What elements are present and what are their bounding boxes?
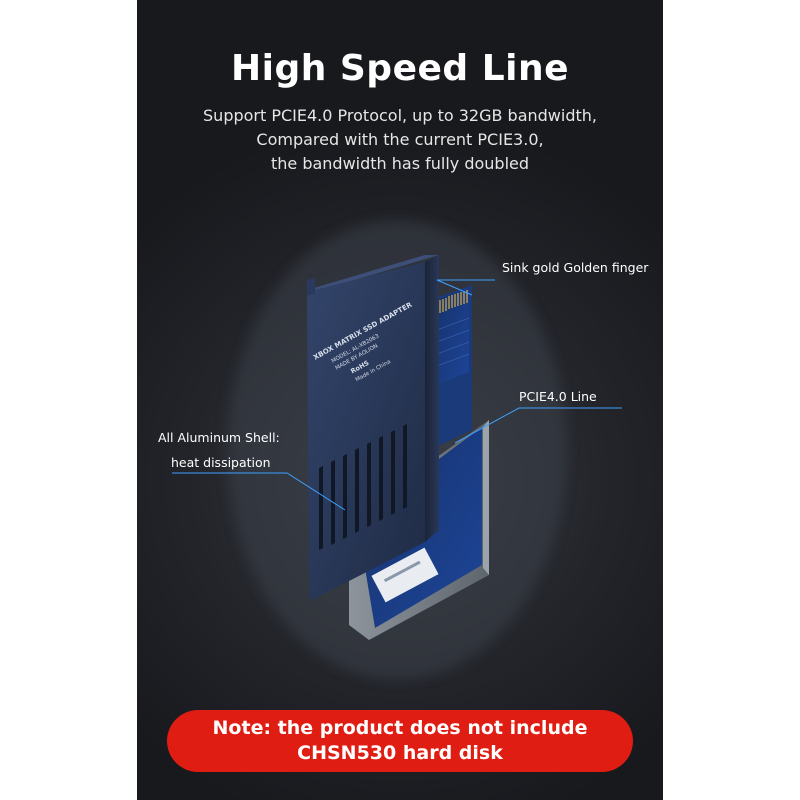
note-line-1: Note: the product does not include bbox=[212, 717, 588, 739]
callout-line-shell bbox=[172, 472, 346, 511]
callout-shell-line1: All Aluminum Shell: bbox=[158, 430, 280, 445]
callout-shell-line2: heat dissipation bbox=[171, 455, 271, 470]
golden-finger-board bbox=[430, 285, 472, 450]
product-banner: High Speed Line Support PCIE4.0 Protocol… bbox=[137, 0, 663, 800]
ssd-adapter-illustration: XBOX MATRIX SSD ADAPTER MODEL: AL-XB2063… bbox=[172, 220, 622, 680]
callout-lines bbox=[172, 279, 622, 511]
callout-line-pcie bbox=[454, 407, 622, 444]
aluminum-shell bbox=[307, 255, 439, 600]
callout-line-golden-finger bbox=[436, 279, 495, 296]
subtitle-line-1: Support PCIE4.0 Protocol, up to 32GB ban… bbox=[203, 106, 597, 125]
page-title: High Speed Line bbox=[230, 48, 570, 89]
callout-golden-finger: Sink gold Golden finger bbox=[502, 260, 649, 275]
subtitle-line-3: the bandwidth has fully doubled bbox=[270, 154, 530, 173]
subtitle-line-2: Compared with the current PCIE3.0, bbox=[256, 130, 544, 149]
note-banner: Note: the product does not include CHSN5… bbox=[167, 710, 633, 772]
note-line-2: CHSN530 hard disk bbox=[297, 742, 503, 764]
callout-pcie-line: PCIE4.0 Line bbox=[519, 389, 597, 404]
